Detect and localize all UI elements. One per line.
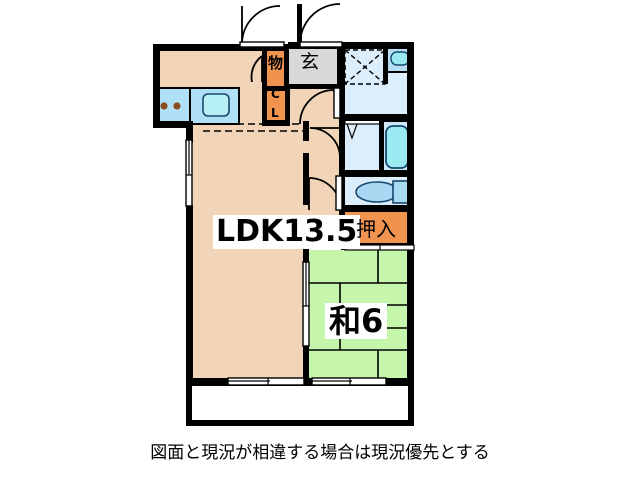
wall-mono-bottom — [262, 86, 289, 91]
stove-burner-left — [160, 102, 168, 110]
entrance-door-sill — [299, 41, 343, 48]
wall-left-ldk-lower — [186, 205, 193, 385]
windows — [185, 123, 415, 386]
wall-washroom-left-upper — [339, 44, 345, 86]
wall-washroom-left-mid — [339, 121, 345, 157]
wall-bath-left-div — [379, 121, 384, 173]
wall-top-kitchen — [153, 44, 288, 51]
wall-toilet-bottom — [341, 205, 414, 212]
toilet-tank — [392, 180, 409, 204]
hall-door-jamb — [333, 87, 341, 119]
entrance-door-jamb — [297, 4, 302, 45]
storage-door-sill — [239, 41, 285, 48]
room-label-washitsu: 和6 — [325, 303, 388, 339]
wall-washitsu-left-top — [303, 240, 309, 262]
room-label-closet: C L — [271, 88, 280, 119]
balcony-bottom-rail — [186, 420, 414, 426]
room-label-genkan: 玄 — [300, 51, 320, 73]
entrance-door-arc — [299, 3, 341, 45]
room-label-storage: 物 — [268, 54, 284, 72]
wall-ldk-hall-upper — [303, 121, 309, 141]
kitchen-sink — [202, 93, 230, 117]
wall-bath-toilet — [341, 170, 414, 177]
stove-burner-right — [173, 102, 181, 110]
wall-mono-right — [284, 44, 289, 90]
wall-washroom-top-inner — [341, 44, 414, 49]
ldk-door-jamb — [335, 175, 343, 211]
floor-genkan — [288, 46, 340, 86]
wall-washer-right — [383, 46, 388, 84]
toilet-bowl — [355, 181, 399, 203]
toilet-fixtures — [355, 180, 409, 204]
closet-label-l: L — [271, 106, 279, 120]
wall-washroom-bath — [341, 114, 414, 121]
balcony-left-rail — [186, 386, 192, 426]
room-label-ldk: LDK13.5 — [213, 215, 361, 249]
hall-door-arc — [299, 89, 335, 125]
wall-cl-right — [285, 86, 290, 126]
wall-cl-left — [262, 86, 267, 126]
storage-door-arc — [241, 5, 281, 45]
wall-mono-left — [262, 44, 267, 90]
closet-label-c: C — [271, 87, 280, 101]
wall-kitchen-bottom — [153, 121, 193, 128]
plan-disclaimer-caption: 図面と現況が相違する場合は現況優先とする — [150, 443, 490, 463]
wall-hall-right-2 — [339, 155, 345, 183]
floor-ldk-main — [190, 120, 308, 382]
wall-left-kitchen — [153, 44, 160, 128]
room-label-oshiire: 押入 — [356, 217, 396, 241]
wall-ldk-hall-mid — [303, 153, 309, 205]
wall-genkan-bottom — [288, 84, 341, 89]
floor-closet-cl — [266, 84, 288, 120]
bathtub — [385, 125, 409, 169]
wall-right-outer — [407, 42, 414, 386]
wall-hall-right — [339, 86, 345, 124]
vanity-wash-basin — [390, 51, 410, 66]
door-openings — [239, 3, 343, 211]
mono-door-arc — [250, 55, 263, 83]
balcony-right-rail — [408, 386, 414, 426]
wall-cl-bottom — [262, 120, 290, 126]
wall-washitsu-left-bot — [303, 345, 309, 385]
floor-storage-mono — [266, 46, 286, 90]
wall-left-ldk-upper — [186, 121, 193, 143]
kitchen-counter — [156, 87, 240, 125]
washroom-window-arrow — [346, 123, 358, 140]
